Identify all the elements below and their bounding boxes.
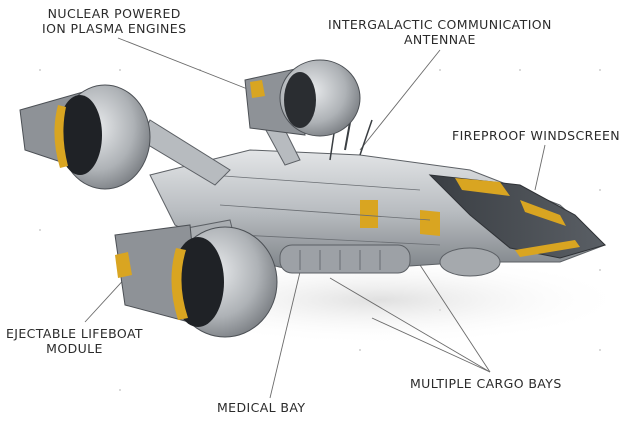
label-cargo: MULTIPLE CARGO BAYS <box>410 376 562 391</box>
label-lifeboat-line2: MODULE <box>46 341 103 356</box>
label-antennae: INTERGALACTIC COMMUNICATION ANTENNAE <box>328 17 552 47</box>
leader-cargo-1 <box>419 264 491 373</box>
label-medical-line1: MEDICAL BAY <box>217 400 306 415</box>
label-windscreen-line1: FIREPROOF WINDSCREEN <box>452 128 621 143</box>
leader-cargo-3 <box>329 277 491 373</box>
label-antennae-line2: ANTENNAE <box>403 32 476 47</box>
engine-top-left <box>19 84 151 190</box>
leader-engines <box>117 37 251 91</box>
leader-medical <box>269 271 301 399</box>
label-cargo-line1: MULTIPLE CARGO BAYS <box>410 376 562 391</box>
label-engines: NUCLEAR POWERED ION PLASMA ENGINES <box>42 6 186 36</box>
leader-antennae <box>359 49 441 151</box>
engine-bottom-left <box>114 224 278 338</box>
label-engines-line1: NUCLEAR POWERED <box>47 6 181 21</box>
engine-top-middle <box>244 59 361 137</box>
label-medical: MEDICAL BAY <box>217 400 305 415</box>
leader-cargo-2 <box>371 317 491 373</box>
label-windscreen: FIREPROOF WINDSCREEN <box>452 128 620 143</box>
label-lifeboat: EJECTABLE LIFEBOAT MODULE <box>6 326 143 356</box>
ship-fuselage <box>139 94 606 277</box>
label-engines-line2: ION PLASMA ENGINES <box>42 21 187 36</box>
label-lifeboat-line1: EJECTABLE LIFEBOAT <box>6 326 143 341</box>
label-antennae-line1: INTERGALACTIC COMMUNICATION <box>328 17 552 32</box>
leader-windscreen <box>534 144 546 191</box>
